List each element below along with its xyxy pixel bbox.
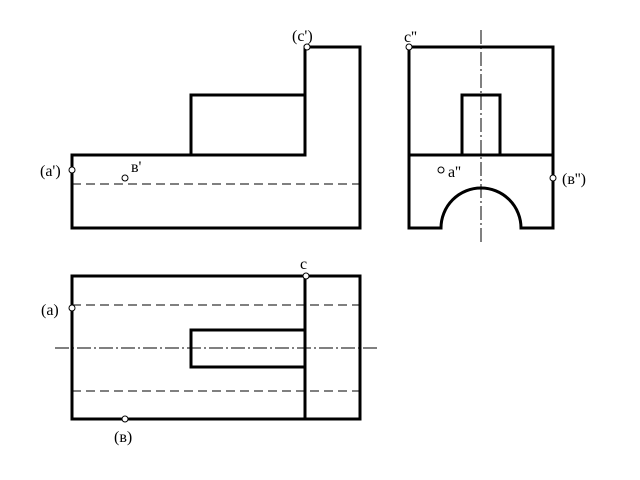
label-b-top: (в) xyxy=(114,429,132,446)
side-view-slot xyxy=(460,93,502,155)
point-c-front xyxy=(303,43,311,51)
point-b-top xyxy=(121,415,129,423)
front-view-outline xyxy=(70,45,362,230)
label-c-side: c'' xyxy=(404,29,417,46)
side-view: c'' a'' (в'') xyxy=(404,29,586,245)
front-view-step xyxy=(189,93,305,155)
point-a-front xyxy=(68,166,76,174)
point-c-top xyxy=(302,272,310,280)
point-c-side xyxy=(405,43,413,51)
label-c-top: c xyxy=(300,256,307,273)
point-a-side xyxy=(437,166,445,174)
side-view-outline xyxy=(407,45,555,230)
top-view: c (a) (в) xyxy=(41,256,380,446)
point-b-side xyxy=(549,174,557,182)
label-b-front: в' xyxy=(131,159,142,176)
front-view: (a') в' (c') xyxy=(40,28,362,230)
point-a-top xyxy=(68,304,76,312)
label-b-side: (в'') xyxy=(562,171,586,188)
point-b-front xyxy=(121,174,129,182)
label-a-front: (a') xyxy=(40,163,61,180)
label-c-front: (c') xyxy=(292,28,313,45)
label-a-top: (a) xyxy=(41,302,59,319)
label-a-side: a'' xyxy=(448,164,461,181)
